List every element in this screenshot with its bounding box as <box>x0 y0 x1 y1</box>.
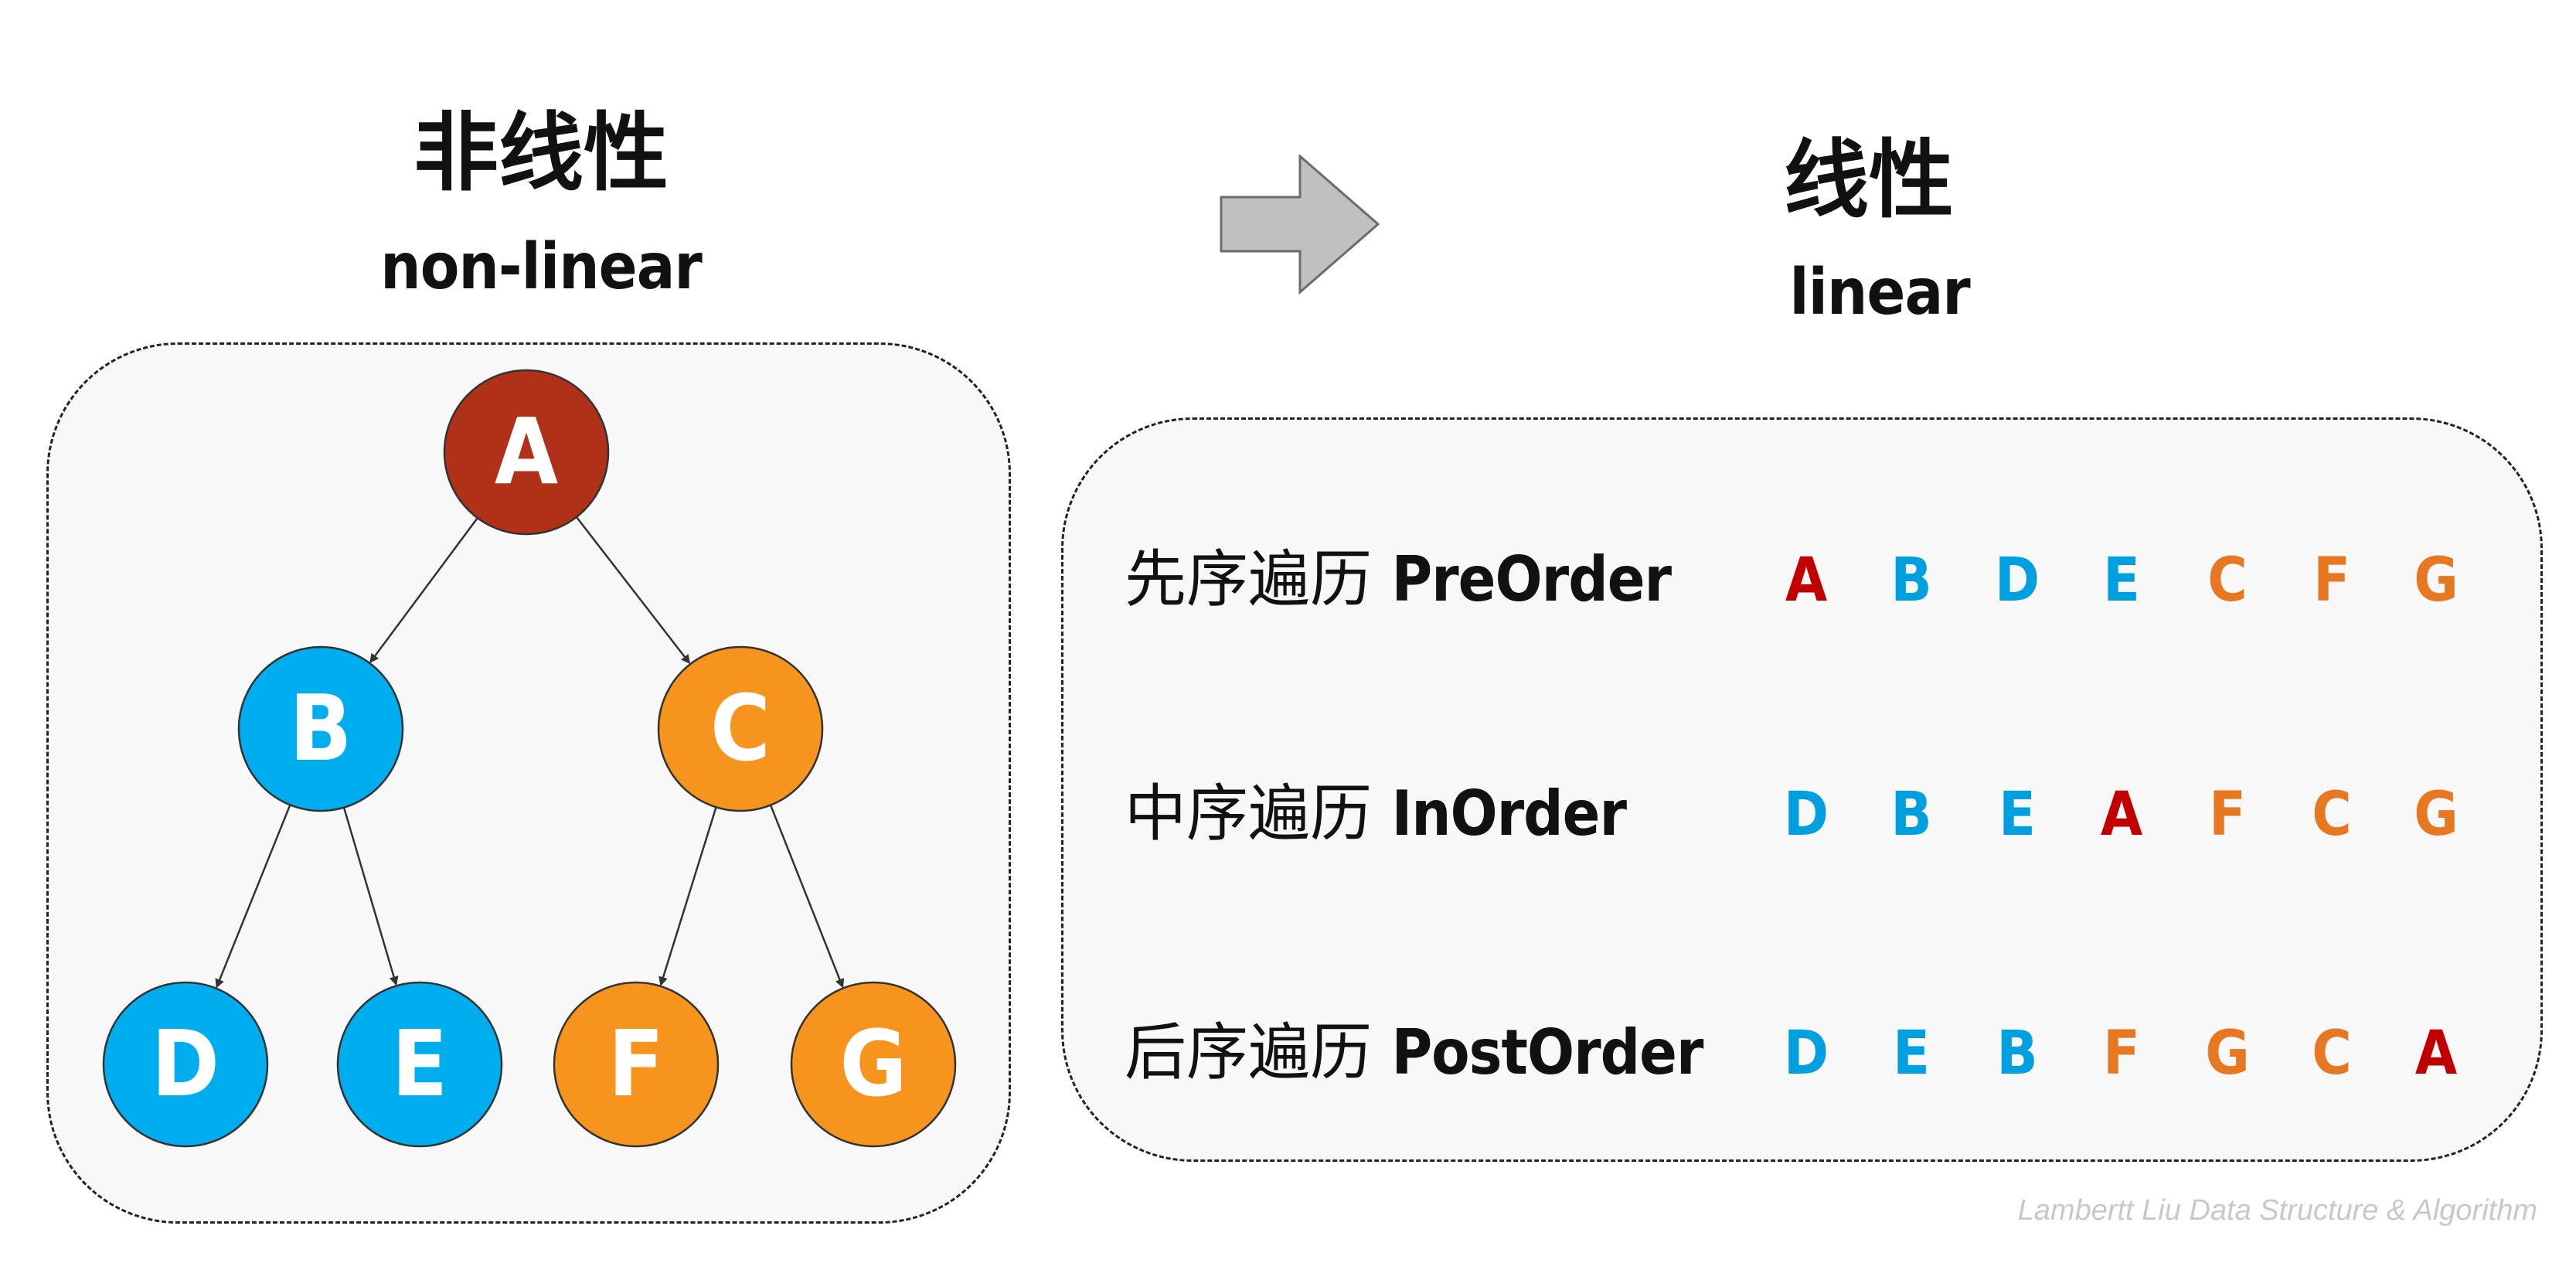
traversal-label-zh: 中序遍历 <box>1125 778 1372 850</box>
tree-node-label: G <box>839 1010 907 1117</box>
edge-C-F <box>658 806 717 986</box>
linear-title-en: linear <box>1789 256 1970 329</box>
sequence-letter: F <box>2209 780 2246 850</box>
sequence-letter: F <box>2103 1019 2140 1088</box>
sequence-letter: G <box>2414 546 2459 615</box>
nonlinear-title-zh: 非线性 <box>413 104 669 203</box>
sequence-letter: E <box>1999 780 2036 850</box>
tree-node-circle <box>553 981 720 1148</box>
tree-node-label: E <box>392 1010 448 1117</box>
sequence-letter: E <box>2103 546 2140 615</box>
nonlinear-title-en: non-linear <box>380 230 703 304</box>
sequence-letter: G <box>2205 1019 2250 1088</box>
tree-node-D: D <box>102 981 269 1148</box>
tree-node-label: A <box>495 398 558 505</box>
traversal-label-3: 后序遍历 PostOrder <box>1125 1022 1703 1084</box>
tree-node-circle <box>102 981 269 1148</box>
tree-node-B: B <box>237 645 404 812</box>
sequence-letter: D <box>1994 546 2040 615</box>
sequence-letter: B <box>1890 780 1932 850</box>
sequence-letter: D <box>1783 780 1829 850</box>
sequence-letter: C <box>2312 1019 2352 1088</box>
sequence-letter: E <box>1893 1019 1930 1088</box>
edge-B-E <box>342 807 399 986</box>
tree-node-F: F <box>553 981 720 1148</box>
transition-arrow-icon <box>1220 155 1380 295</box>
traversal-label-en: PreOrder <box>1391 543 1672 615</box>
edge-B-D <box>215 804 291 989</box>
traversal-label-zh: 后序遍历 <box>1125 1016 1372 1088</box>
edge-C-G <box>769 805 845 989</box>
tree-node-circle <box>237 645 404 812</box>
sequence-letter: D <box>1783 1019 1829 1088</box>
sequence-letter: F <box>2313 546 2350 615</box>
sequence-letter: A <box>2100 780 2143 850</box>
traversal-label-en: PostOrder <box>1391 1016 1703 1088</box>
edge-A-B <box>369 517 478 663</box>
tree-node-circle <box>790 981 957 1148</box>
sequence-letter: B <box>1890 546 1932 615</box>
traversal-label-2: 中序遍历 InOrder <box>1125 783 1627 845</box>
linear-title-zh: 线性 <box>1784 131 1954 230</box>
tree-node-C: C <box>657 645 824 812</box>
tree-node-label: B <box>290 675 352 781</box>
tree-node-E: E <box>336 981 503 1148</box>
tree-node-A: A <box>443 369 610 536</box>
tree-node-label: C <box>710 675 771 781</box>
sequence-letter: A <box>2414 1019 2458 1088</box>
tree-node-G: G <box>790 981 957 1148</box>
footer-credit: Lambertt Liu Data Structure & Algorithm <box>2017 1194 2537 1227</box>
edge-A-C <box>575 516 691 665</box>
traversal-label-zh: 先序遍历 <box>1125 543 1372 615</box>
tree-node-circle <box>443 369 610 536</box>
sequence-letter: B <box>1996 1019 2038 1088</box>
sequence-letter: C <box>2312 780 2352 850</box>
tree-node-label: F <box>608 1010 665 1117</box>
sequence-letter: G <box>2414 780 2459 850</box>
traversal-panel <box>1061 417 2543 1162</box>
traversal-label-1: 先序遍历 PreOrder <box>1125 549 1672 611</box>
tree-node-circle <box>336 981 503 1148</box>
traversal-label-en: InOrder <box>1391 778 1627 850</box>
tree-node-circle <box>657 645 824 812</box>
sequence-letter: C <box>2207 546 2248 615</box>
tree-node-label: D <box>151 1010 219 1117</box>
sequence-letter: A <box>1785 546 1828 615</box>
